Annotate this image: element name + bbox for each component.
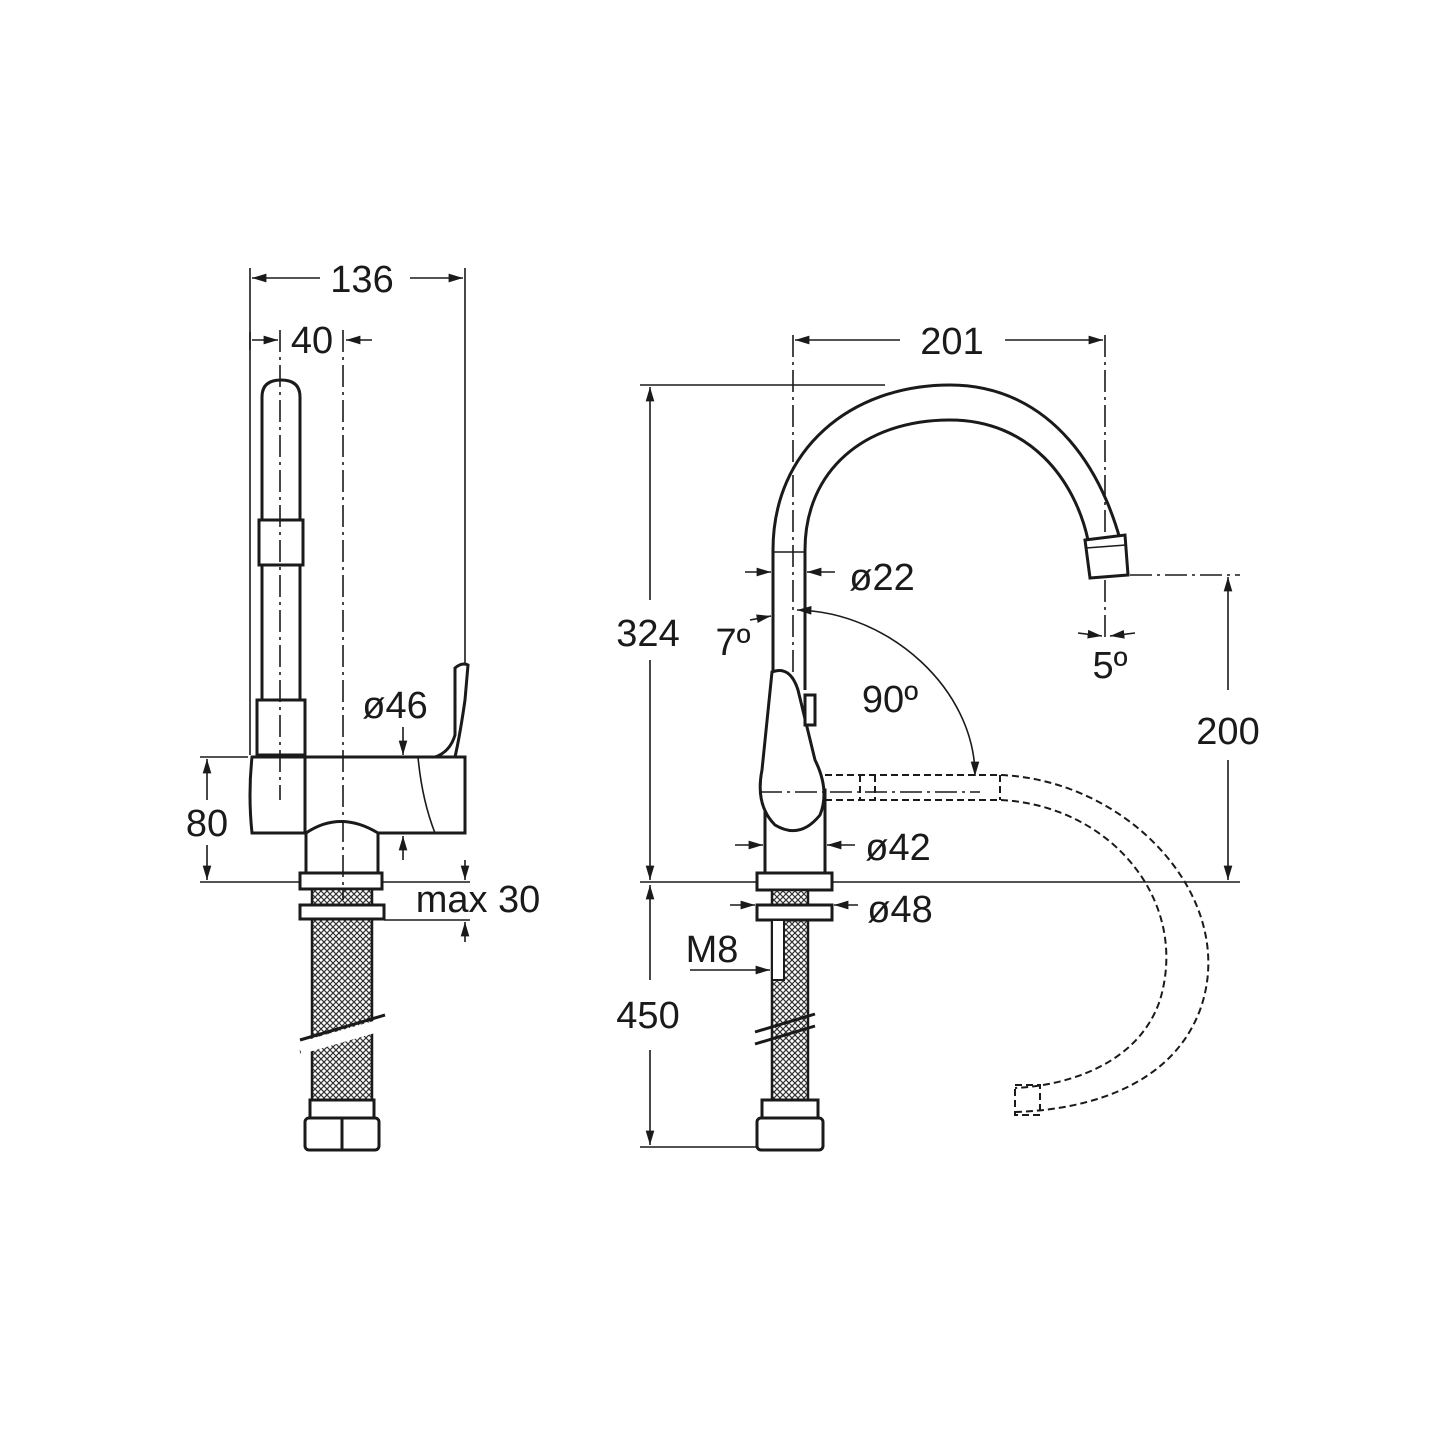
fixing-washer — [298, 903, 386, 921]
side-view: 136 40 80 ø46 max 30 — [186, 259, 541, 1152]
dim-body-diameter: ø46 — [362, 685, 427, 727]
dim-overall-height: 324 — [616, 613, 679, 655]
spout-outer — [771, 383, 1130, 690]
dim-max-thickness: max 30 — [416, 879, 541, 921]
base-flange — [298, 871, 384, 891]
dim-tube-diameter: ø22 — [849, 557, 914, 599]
dim-spout-offset: 40 — [291, 320, 333, 362]
spout-inner — [803, 418, 1090, 690]
hose-nut — [308, 1098, 376, 1120]
front-view: 201 324 450 ø22 7º 90º 5º 200 ø — [616, 321, 1260, 1152]
dim-thread: M8 — [686, 929, 739, 971]
dim-spout-reach: 201 — [920, 321, 983, 363]
threaded-rod — [771, 919, 785, 981]
dim-base-diameter: ø42 — [865, 827, 930, 869]
dim-outlet-angle: 5º — [1092, 645, 1127, 687]
front-washer — [755, 903, 834, 922]
swivel-spout-position — [825, 774, 1210, 1113]
lever-handle — [758, 669, 826, 833]
spout-outlet — [1083, 533, 1130, 580]
base-neck — [304, 820, 380, 877]
spout-tube — [260, 378, 302, 755]
supply-hose — [310, 887, 374, 1121]
dim-flange-diameter: ø48 — [867, 889, 932, 931]
dim-outlet-height: 200 — [1196, 711, 1259, 753]
dim-hose-length: 450 — [616, 995, 679, 1037]
dim-swivel-angle: 90º — [862, 679, 918, 721]
front-flange — [755, 871, 834, 892]
front-hose-connector — [755, 1116, 825, 1152]
dim-body-height: 80 — [186, 803, 228, 845]
swivel-arc — [796, 606, 980, 777]
dim-tilt-angle: 7º — [715, 622, 750, 664]
dim-overall-width: 136 — [330, 259, 393, 301]
spout-ring — [257, 518, 305, 567]
spout-ring — [255, 698, 307, 757]
